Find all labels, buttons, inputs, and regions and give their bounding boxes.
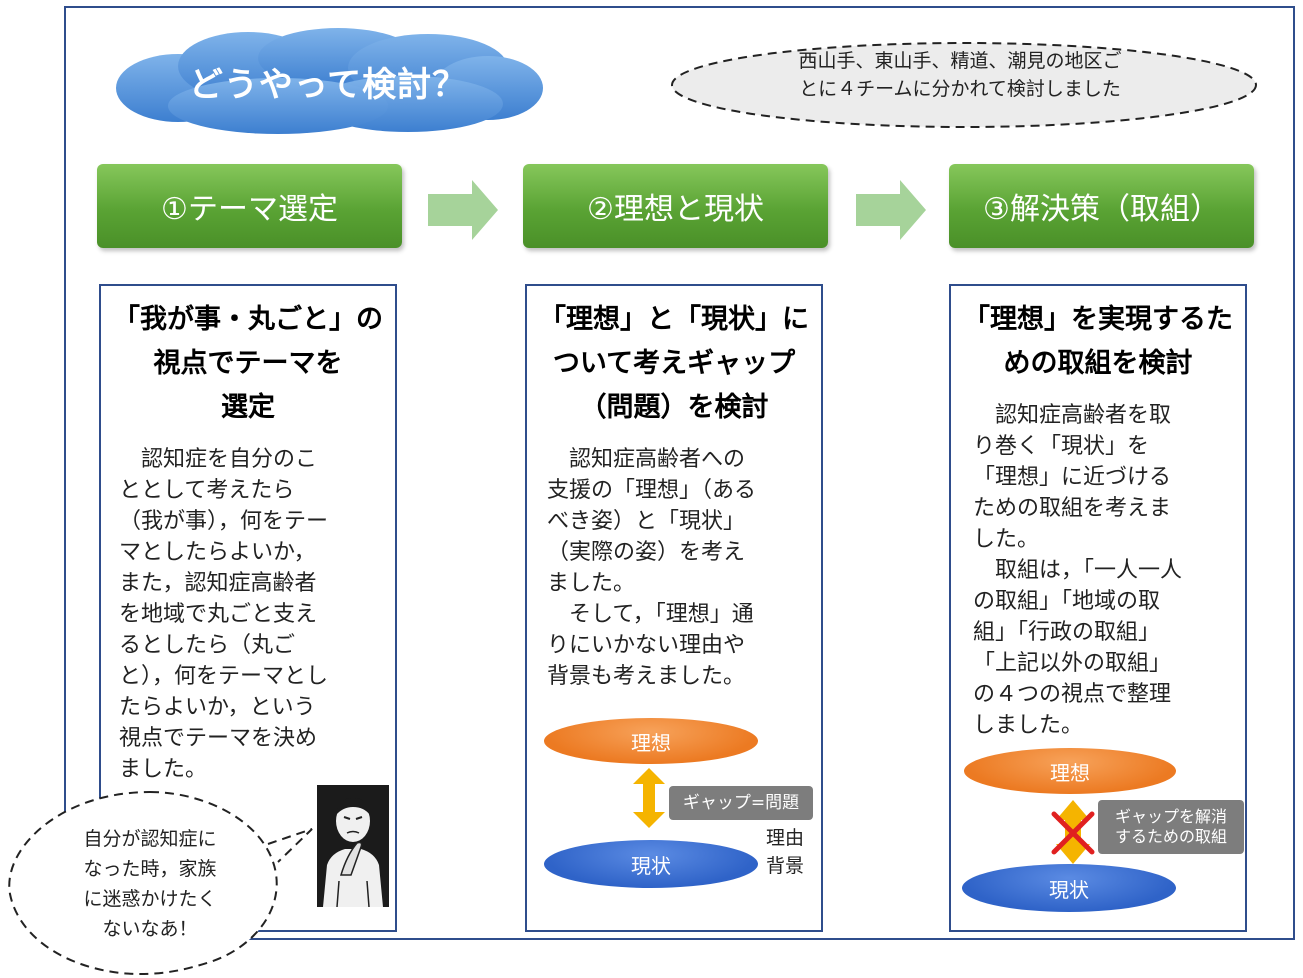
note-line: 西山手、東山手、精道、潮見の地区ご bbox=[798, 50, 1122, 72]
card-heading-line: ついて考えギャップ bbox=[552, 348, 796, 379]
card-body-line: りにいかない理由や bbox=[547, 633, 746, 658]
solution-line: するための取組 bbox=[1114, 827, 1227, 846]
worried-person-icon bbox=[317, 785, 389, 907]
bubble-line: 自分が認知症に bbox=[83, 828, 217, 850]
card-body-line: 「理想」に近づける bbox=[973, 465, 1172, 490]
card-heading-line: めの取組を検討 bbox=[1003, 348, 1193, 379]
reason-line: 背景 bbox=[766, 855, 805, 877]
bubble-line: に迷惑かけたく bbox=[83, 888, 217, 910]
card-body-line: 組」「行政の取組」 bbox=[973, 620, 1161, 645]
card-heading-line: 選定 bbox=[221, 392, 275, 423]
card-heading-line: （問題）を検討 bbox=[579, 392, 769, 423]
note-text: 西山手、東山手、精道、潮見の地区ご とに４チームに分かれて検討しました bbox=[720, 47, 1200, 117]
solution-line: ギャップを解消 bbox=[1114, 807, 1227, 826]
card-body-line: たらよいか，という bbox=[119, 695, 316, 720]
card-heading-line: 「我が事・丸ごと」の bbox=[113, 304, 383, 335]
card-body-line: 認知症を自分のこ bbox=[119, 447, 318, 472]
card-heading-line: 「理想」と「現状」に bbox=[539, 304, 809, 335]
card-body-line: ました。 bbox=[547, 571, 636, 596]
note-line: とに４チームに分かれて検討しました bbox=[799, 78, 1121, 100]
reasons-text: 理由 背景 bbox=[766, 824, 804, 880]
note-ellipse bbox=[671, 42, 1257, 128]
card-body-line: 背景も考えました。 bbox=[547, 664, 746, 689]
ideal-ellipse: 理想 bbox=[964, 748, 1176, 794]
card-heading-line: 「理想」を実現するた bbox=[963, 304, 1233, 335]
current-ellipse: 現状 bbox=[544, 840, 758, 888]
card-solution: 「理想」を実現するた めの取組を検討 認知症高齢者を取 り巻く「現状」を 「理想… bbox=[949, 284, 1247, 932]
card-body-line: ました。 bbox=[119, 757, 208, 782]
card-body-line: （実際の姿）を考え bbox=[547, 540, 746, 565]
card-body-line: した。 bbox=[973, 527, 1040, 552]
current-ellipse: 現状 bbox=[962, 864, 1176, 912]
blocked-gap-icon bbox=[1051, 800, 1095, 864]
card-ideal-and-current: 「理想」と「現状」に ついて考えギャップ （問題）を検討 認知症高齢者への 支援… bbox=[525, 284, 823, 932]
card-heading-line: 視点でテーマを bbox=[153, 348, 343, 379]
card-body-line: しました。 bbox=[973, 713, 1084, 738]
card-body-line: ととして考えたら bbox=[119, 478, 295, 503]
card-body-line: ための取組を考えま bbox=[973, 496, 1172, 521]
card-body-line: そして，「理想」通 bbox=[547, 602, 754, 627]
card-body-line: （我が事），何をテー bbox=[119, 509, 329, 534]
card-body-line: 支援の「理想」（ある bbox=[547, 478, 757, 503]
thought-bubble bbox=[8, 790, 313, 976]
cloud-title: どうやって検討？ bbox=[188, 64, 468, 105]
right-arrow-icon bbox=[856, 180, 926, 240]
reason-line: 理由 bbox=[766, 827, 805, 849]
step-solution: ③解決策（取組） bbox=[949, 164, 1254, 248]
thought-bubble-text: 自分が認知症に なった時，家族 に迷惑かけたく ないなあ！ bbox=[40, 824, 260, 944]
card-body-line: の４つの視点で整理 bbox=[973, 682, 1172, 707]
card-body-line: 認知症高齢者への bbox=[547, 447, 746, 472]
card-body-line: マとしたらよいか， bbox=[119, 540, 316, 565]
gap-double-arrow-icon bbox=[633, 768, 665, 828]
bubble-line: なった時，家族 bbox=[83, 858, 217, 880]
cloud-shape bbox=[116, 28, 543, 134]
card-body-line: り巻く「現状」を bbox=[973, 434, 1150, 459]
card-body-line: の取組」「地域の取 bbox=[973, 589, 1161, 614]
card-body-line: と），何をテーマとし bbox=[119, 664, 329, 689]
card-body-line: 取組は，「一人一人 bbox=[973, 558, 1183, 583]
right-arrow-icon bbox=[428, 180, 498, 240]
step-ideal-and-current: ②理想と現状 bbox=[523, 164, 828, 248]
card-body-line: また，認知症高齢者 bbox=[119, 571, 317, 596]
card-body-line: べき姿）と「現状」 bbox=[547, 509, 746, 534]
card-body-line: るとしたら（丸ご bbox=[119, 633, 296, 658]
ideal-ellipse: 理想 bbox=[544, 718, 758, 764]
card-body-line: 「上記以外の取組」 bbox=[973, 651, 1172, 676]
card-body-line: 視点でテーマを決め bbox=[119, 726, 318, 751]
card-body-line: を地域で丸ごと支え bbox=[119, 602, 318, 627]
solution-label: ギャップを解消 するための取組 bbox=[1098, 800, 1244, 854]
bubble-line: ないなあ！ bbox=[102, 918, 198, 940]
card-body-line: 認知症高齢者を取 bbox=[973, 403, 1172, 428]
gap-label: ギャップ=問題 bbox=[669, 786, 813, 820]
step-theme-selection: ①テーマ選定 bbox=[97, 164, 402, 248]
